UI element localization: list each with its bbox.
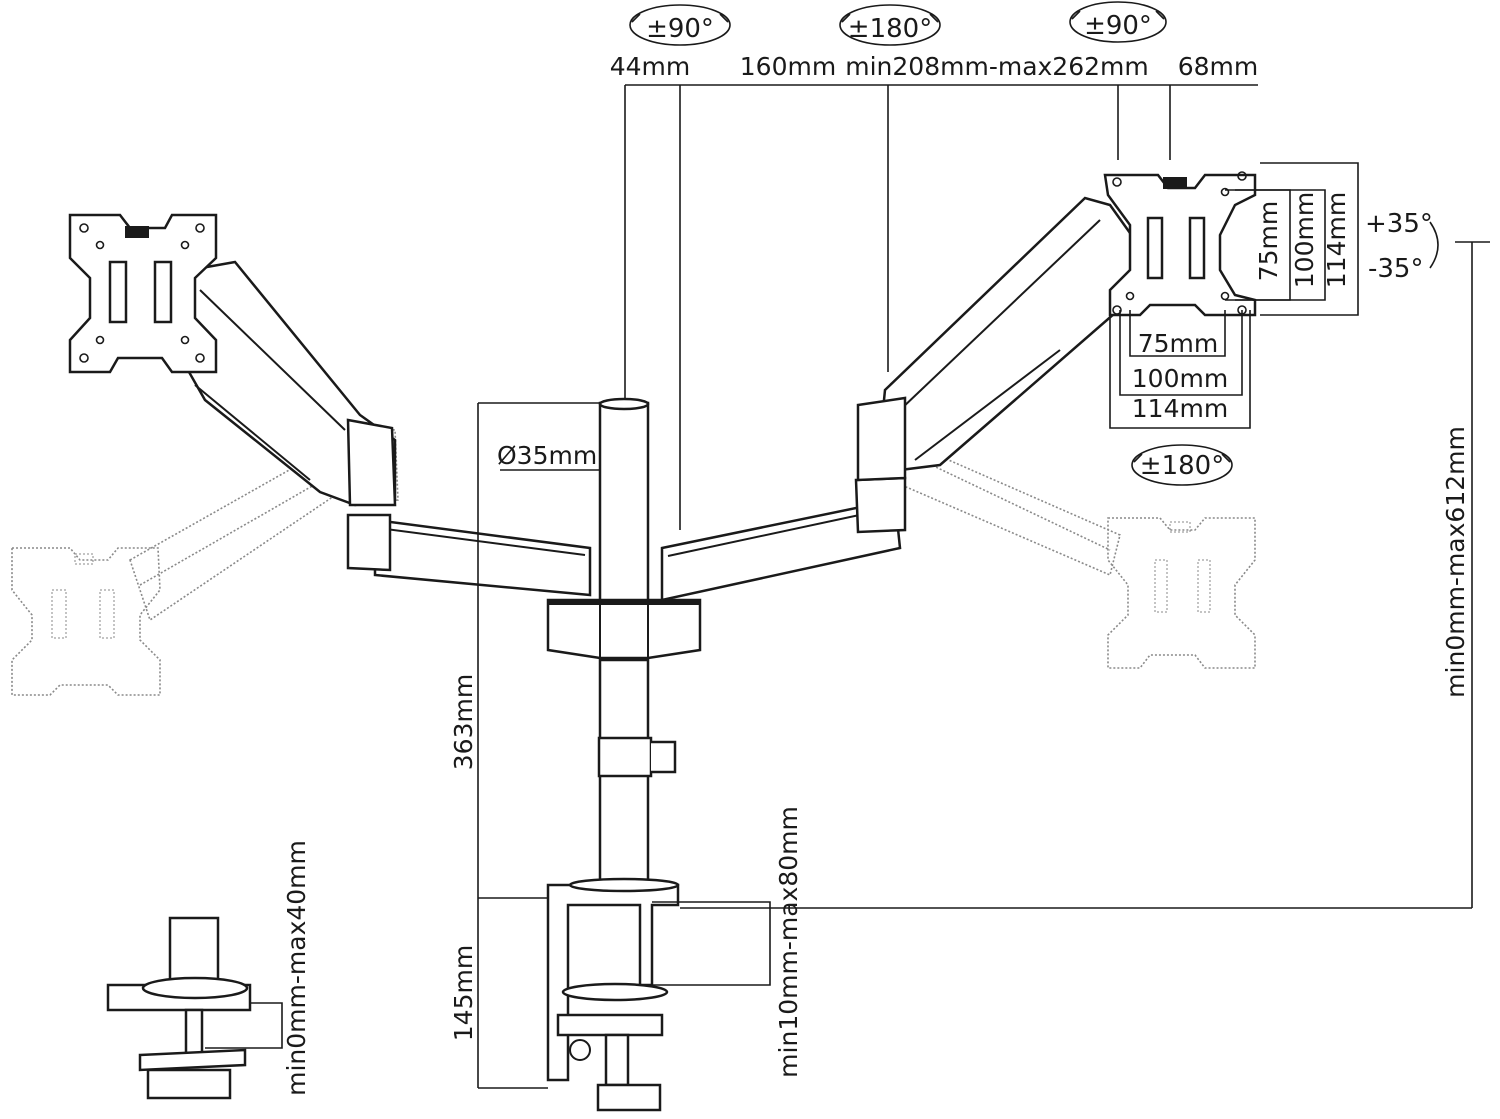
- label-pole-diameter: Ø35mm: [497, 441, 597, 470]
- label-vesa-w-114: 114mm: [1132, 394, 1228, 423]
- label-tilt-down: -35°: [1368, 254, 1423, 284]
- right-lower-arm: [660, 476, 907, 602]
- left-upper-arm: [183, 260, 397, 507]
- label-dim-arm-range: min208mm-max262mm: [845, 52, 1148, 81]
- ghost-right-arm: [878, 428, 1121, 577]
- pole: [597, 397, 677, 887]
- label-top-rot-right: ±90°: [1084, 11, 1152, 41]
- left-vesa-plate: [68, 213, 218, 374]
- label-top-rot-mid: ±180°: [848, 14, 932, 44]
- label-tilt-up: +35°: [1365, 209, 1433, 239]
- dimension-lines: [205, 84, 1490, 1089]
- label-vesa-w-100: 100mm: [1132, 364, 1228, 393]
- rotation-indicators: [629, 1, 1439, 486]
- label-vesa-h-114: 114mm: [1322, 192, 1351, 288]
- label-vesa-h-100: 100mm: [1290, 192, 1319, 288]
- labels: ±90° ±180° ±90° 44mm 160mm min208mm-max2…: [282, 11, 1470, 1096]
- left-lower-arm: [346, 513, 592, 597]
- label-vesa-h-75: 75mm: [1254, 201, 1283, 282]
- label-rot-180-bottom: ±180°: [1140, 451, 1224, 481]
- label-dim-44: 44mm: [610, 52, 691, 81]
- label-top-rot-left: ±90°: [646, 14, 714, 44]
- grommet-mount: [106, 916, 252, 1100]
- ghost-right-vesa-plate: [1107, 517, 1256, 669]
- label-clamp-height: 145mm: [449, 945, 478, 1041]
- right-vesa-plate: [1103, 171, 1257, 317]
- desk-clamp: [546, 877, 680, 1112]
- label-grommet-thickness: min0mm-max40mm: [282, 840, 311, 1096]
- label-vesa-w-75: 75mm: [1138, 329, 1219, 358]
- label-pole-height: 363mm: [449, 674, 478, 770]
- label-height-range: min0mm-max612mm: [1441, 426, 1470, 698]
- right-upper-arm: [856, 196, 1137, 482]
- label-dim-68: 68mm: [1178, 52, 1259, 81]
- ghost-left-vesa-plate: [11, 547, 161, 696]
- label-dim-160: 160mm: [740, 52, 836, 81]
- arm-hub: [546, 598, 702, 660]
- label-desk-thickness: min10mm-max80mm: [774, 806, 803, 1078]
